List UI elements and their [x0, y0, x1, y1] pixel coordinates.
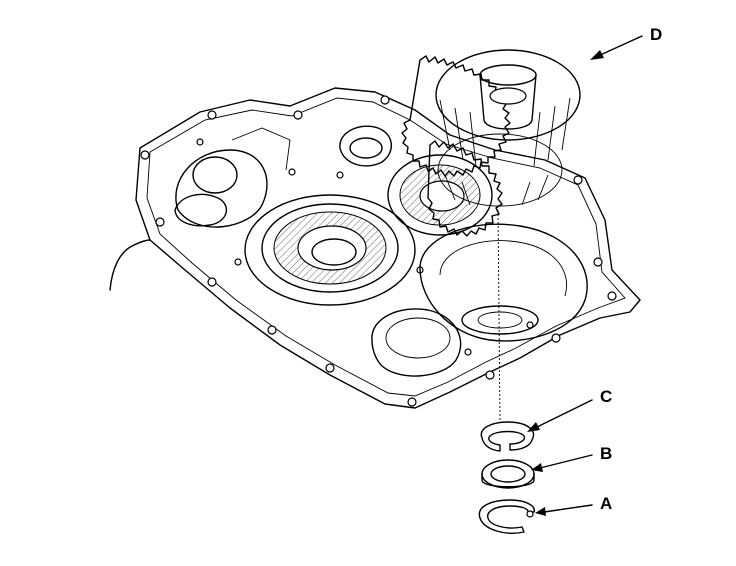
- upper-boss: [339, 125, 392, 167]
- leader-d: [590, 35, 643, 60]
- callout-d: D: [650, 25, 662, 44]
- lower-cavity: [419, 223, 588, 342]
- assembly-axis: [497, 209, 501, 421]
- left-pockets: [174, 127, 291, 228]
- leader-b: [531, 454, 593, 472]
- ring-b: [481, 459, 535, 489]
- countershaft-bearing: [387, 154, 493, 236]
- harness-line: [109, 239, 151, 291]
- callout-b: B: [600, 444, 612, 463]
- main-bearing: [244, 194, 416, 306]
- leader-a: [535, 504, 593, 516]
- gear-cluster: [401, 49, 581, 237]
- leader-c: [527, 399, 593, 432]
- transmission-case: [135, 87, 641, 409]
- lower-cup: [371, 308, 462, 377]
- snap-ring-c: [480, 421, 535, 452]
- callout-c: C: [600, 387, 612, 406]
- snap-ring-a: [478, 499, 535, 534]
- callout-a: A: [600, 494, 612, 513]
